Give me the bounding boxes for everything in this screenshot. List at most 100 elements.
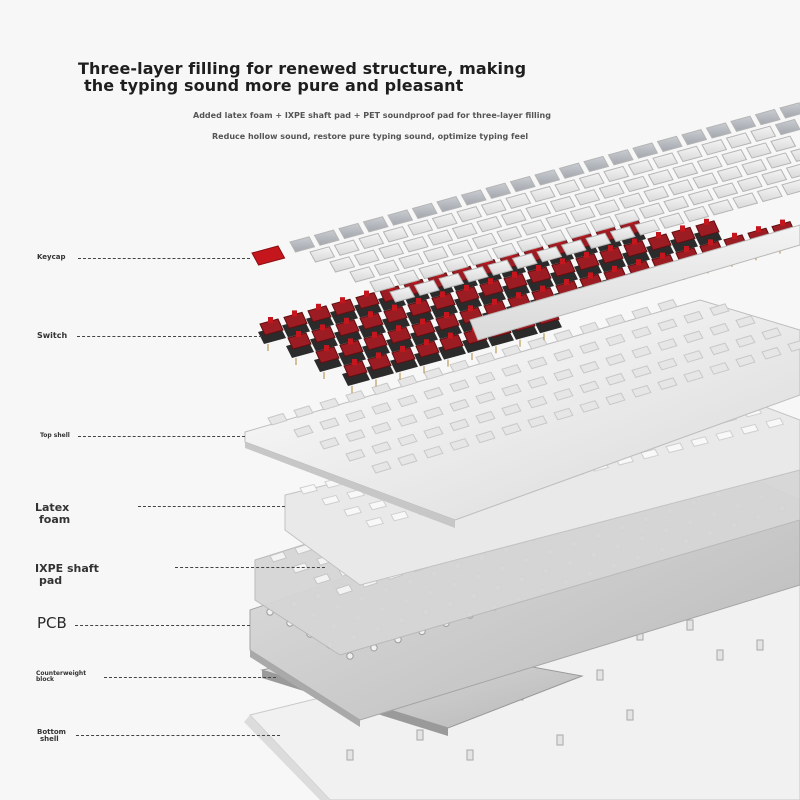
switch-stem (612, 265, 617, 272)
title-line-2: the typing sound more pure and pleasant (84, 76, 464, 95)
plate-cutout (683, 350, 704, 363)
switch-stem (392, 304, 397, 311)
switch-stem (348, 338, 353, 345)
keycap (447, 239, 474, 256)
plate-cutout (423, 426, 444, 439)
keycap (505, 192, 532, 209)
foam-cutout (740, 423, 760, 435)
keycap (756, 185, 783, 203)
plate-cutout (527, 356, 548, 370)
label-bottom-shell-line-2: shell (40, 735, 59, 744)
label-latex-foam: Latex foam (35, 502, 70, 525)
label-ixpe-pad: IXPE shaft pad (35, 563, 99, 586)
plate-cutout (553, 329, 574, 342)
keycap (589, 215, 616, 233)
plate-cutout (631, 306, 652, 320)
plate-cutout (319, 436, 340, 450)
label-pcb: PCB (37, 614, 67, 632)
plate-cutout (553, 407, 574, 421)
keycap (438, 272, 465, 290)
keycap (558, 162, 585, 179)
shell-post (686, 619, 694, 631)
switch-stem (584, 251, 589, 258)
keycap (549, 195, 576, 213)
keycap (540, 229, 567, 246)
plate-cutout (605, 353, 626, 366)
plate-cutout (605, 392, 626, 406)
keycap (471, 232, 498, 250)
page-title: Three-layer filling for renewed structur… (78, 60, 526, 94)
switch-stem (396, 325, 401, 332)
plate-cutout (423, 386, 444, 400)
switch-stem (372, 331, 377, 338)
plate-cutout (501, 403, 522, 416)
label-counterweight-line-1: Counterweight (36, 670, 87, 677)
plate-cutout (683, 330, 704, 344)
plate-cutout (475, 391, 496, 404)
switch-stem (324, 345, 329, 351)
shell-post (756, 639, 764, 651)
keycap (500, 209, 527, 226)
plate-cutout (397, 414, 418, 427)
keycap (725, 132, 752, 149)
keycap (681, 129, 708, 146)
plate-cutout (397, 374, 418, 388)
label-ixpe-pad-line-2: pad (39, 573, 63, 587)
switch-stem (448, 332, 453, 339)
keycap (362, 216, 389, 233)
keycap (643, 185, 670, 203)
plate-cutout (605, 333, 626, 347)
keycap (638, 202, 665, 219)
keycap (583, 155, 610, 173)
plate-cutout (735, 315, 756, 328)
switch-stem (464, 284, 469, 291)
plate-cutout (397, 453, 418, 466)
foam-cutout (665, 442, 685, 454)
switch-stem (660, 252, 665, 259)
keycap (534, 169, 561, 186)
switch-stem (680, 225, 685, 232)
keycap (411, 202, 438, 220)
plate-cutout (761, 346, 782, 360)
keycap (705, 122, 732, 139)
plate-cutout (553, 368, 574, 382)
plate-cutout (657, 338, 678, 351)
plate-cutout (735, 334, 756, 348)
switch-stem (344, 317, 349, 324)
plate-cutout (527, 336, 548, 350)
plate-cutout (345, 409, 366, 423)
keycap (398, 252, 425, 270)
ixpe-cutout (335, 584, 354, 596)
keycap (462, 266, 489, 283)
keycap (565, 222, 592, 239)
plate-cutout (579, 360, 600, 374)
plate-cutout (475, 371, 496, 385)
keycap (750, 125, 777, 142)
plate-cutout (501, 383, 522, 397)
subheading-materials: Added latex foam + IXPE shaft pad + PET … (193, 111, 551, 120)
switch-stem (424, 339, 429, 346)
keycap (373, 259, 400, 276)
switch-stem (560, 258, 565, 265)
plate-cutout (709, 322, 730, 336)
keycap (647, 169, 674, 186)
keycap (460, 189, 487, 206)
shell-post (466, 749, 474, 761)
keycap (658, 212, 685, 229)
keycap (387, 209, 414, 226)
keycap (721, 149, 748, 166)
switch-stem (536, 265, 541, 271)
keycap (774, 118, 800, 136)
plate-cutout (787, 340, 800, 352)
top-shell-plate (244, 298, 800, 528)
plate-cutout (449, 359, 470, 373)
plate-cutout (423, 367, 444, 380)
keycap (623, 175, 650, 193)
keycap (707, 199, 734, 216)
keycap (422, 246, 449, 263)
keycap (741, 159, 768, 176)
keycap (436, 196, 463, 213)
keycap (382, 226, 409, 243)
keycap (627, 159, 654, 176)
plate-cutout (631, 365, 652, 378)
